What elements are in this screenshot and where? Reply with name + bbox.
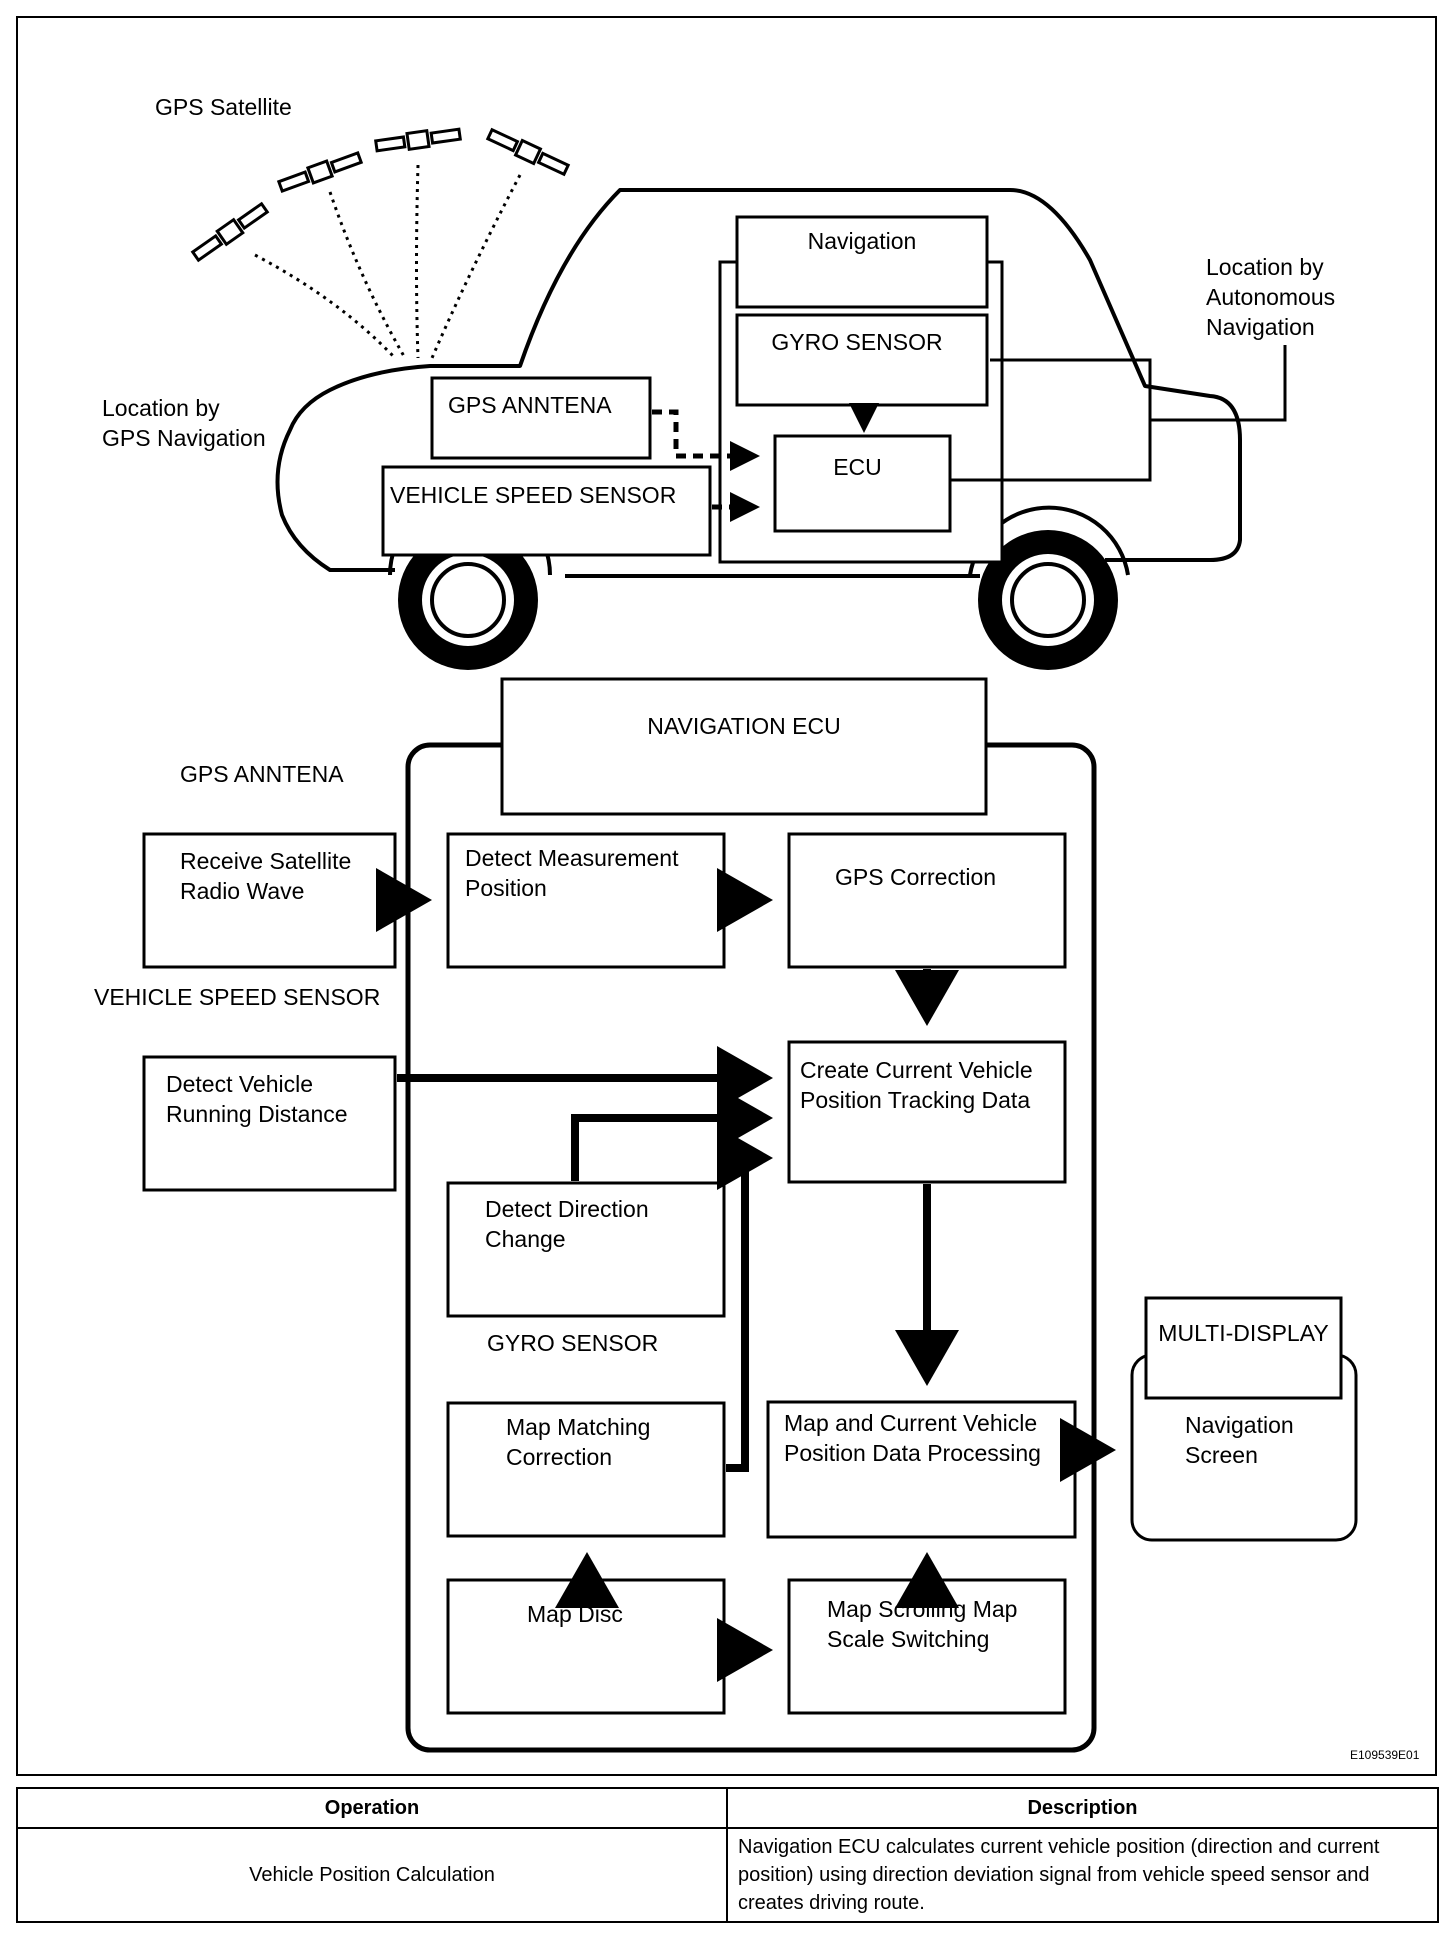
satellite-icon [276, 151, 364, 193]
description-cell: Navigation ECU calculates current vehicl… [726, 1827, 1439, 1923]
satellite-icon [190, 201, 270, 263]
navigation-box [735, 215, 989, 309]
receive-satellite-text: Receive Satellite Radio Wave [180, 848, 352, 904]
gps-correction-box [787, 832, 1067, 969]
vehicle-speed-sensor-flow-label: VEHICLE SPEED SENSOR [94, 984, 381, 1010]
multi-display-label: MULTI-DISPLAY [1158, 1320, 1329, 1346]
ecu-label: ECU [833, 454, 882, 480]
table-header-row: Operation Description [16, 1787, 1439, 1829]
autonomous-navigation-leader [950, 345, 1287, 482]
detect-vehicle-running-box [142, 1055, 397, 1192]
detect-direction-box [446, 1181, 726, 1318]
map-processing-box [766, 1400, 1077, 1539]
detect-measurement-box [446, 832, 726, 969]
satellite-icon [374, 127, 462, 153]
gyro-sensor-label: GYRO SENSOR [771, 329, 943, 355]
gps-antenna-label: GPS ANNTENA [448, 392, 612, 418]
arrow-matching-to-create [717, 1126, 773, 1472]
table-row: Vehicle Position Calculation Navigation … [16, 1827, 1439, 1923]
figure-frame [16, 16, 1437, 1776]
operation-cell: Vehicle Position Calculation [16, 1827, 728, 1923]
navigation-ecu-title: NAVIGATION ECU [647, 713, 841, 739]
map-scrolling-text: Map Scrolling Map Scale Switching [827, 1596, 1018, 1652]
description-header: Description [726, 1787, 1439, 1829]
radio-waves [254, 164, 522, 360]
figure-code: E109539E01 [1350, 1748, 1420, 1762]
navigation-label: Navigation [807, 228, 917, 254]
create-current-vehicle-text: Create Current Vehicle Position Tracking… [800, 1057, 1033, 1113]
map-disc-text: Map Disc [527, 1601, 623, 1627]
gyro-sensor-box [735, 313, 989, 407]
gps-antenna-box [430, 376, 652, 460]
gps-antenna-flow-label: GPS ANNTENA [180, 761, 344, 787]
detect-measurement-text: Detect Measurement Position [465, 845, 679, 901]
receive-satellite-box [142, 832, 397, 969]
gps-satellites [190, 127, 571, 263]
navigation-screen-text: Navigation Screen [1185, 1412, 1294, 1468]
multi-display-title-box [1144, 1296, 1343, 1400]
arrow-direction-to-create [571, 1086, 773, 1181]
vehicle-speed-sensor-box [381, 465, 712, 557]
create-current-vehicle-box [787, 1040, 1067, 1184]
operation-header: Operation [16, 1787, 728, 1829]
map-matching-text: Map Matching Correction [506, 1414, 651, 1470]
detect-direction-text: Detect Direction Change [485, 1196, 649, 1252]
gyro-sensor-flow-label: GYRO SENSOR [487, 1330, 659, 1356]
location-by-gps-label: Location by GPS Navigation [102, 395, 266, 451]
detect-vehicle-running-text: Detect Vehicle Running Distance [166, 1071, 348, 1127]
gps-correction-text: GPS Correction [835, 864, 997, 890]
front-wheel [388, 493, 552, 670]
gps-to-ecu-arrow [652, 409, 760, 471]
gps-satellite-label: GPS Satellite [155, 94, 292, 120]
operation-table: Operation Description Vehicle Position C… [16, 1787, 1439, 1923]
vehicle-speed-sensor-label: VEHICLE SPEED SENSOR [390, 482, 677, 508]
map-processing-text: Map and Current Vehicle Position Data Pr… [784, 1410, 1041, 1466]
navigation-ecu-title-box [500, 677, 988, 816]
satellite-icon [485, 127, 571, 177]
location-by-autonomous-label: Location by Autonomous Navigation [1206, 254, 1336, 340]
ecu-box [773, 434, 952, 533]
map-matching-box [446, 1401, 726, 1538]
rear-wheel [968, 505, 1130, 670]
vehicle-outline [275, 188, 1242, 578]
